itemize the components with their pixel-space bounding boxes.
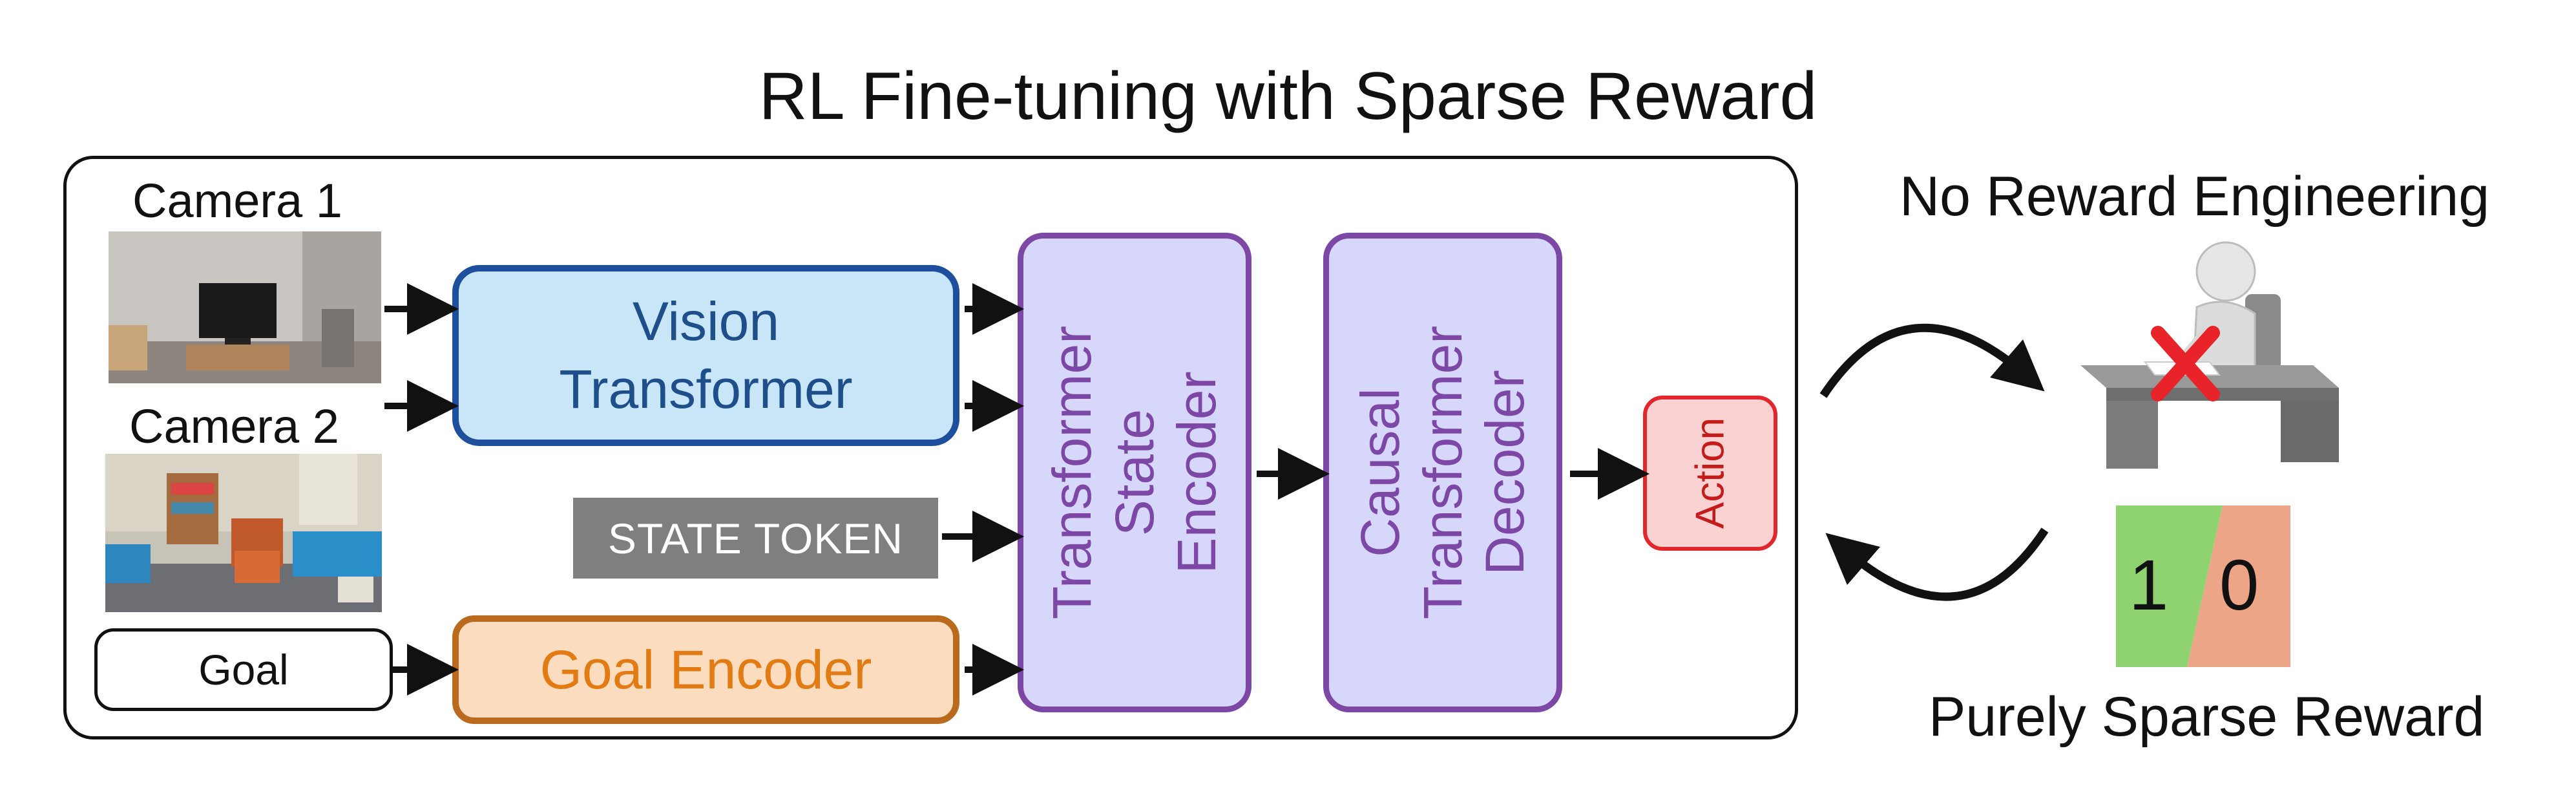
curved-arrow-to-user bbox=[1819, 323, 2045, 398]
vision-transformer-box: Vision Transformer bbox=[452, 265, 959, 446]
camera2-label: Camera 2 bbox=[129, 399, 339, 453]
goal-input-box: Goal bbox=[94, 628, 393, 711]
curved-arrow-to-policy bbox=[1825, 527, 2049, 601]
state-token-label: STATE TOKEN bbox=[607, 514, 904, 562]
sparse-reward-card: 1 0 bbox=[2116, 505, 2290, 667]
decoder-box: Causal Transformer Decoder bbox=[1323, 233, 1562, 712]
person-at-desk-icon bbox=[2080, 241, 2339, 469]
goal-encoder-label: Goal Encoder bbox=[539, 639, 872, 700]
state-encoder-box: Transformer State Encoder bbox=[1018, 233, 1251, 712]
purely-sparse-reward-label: Purely Sparse Reward bbox=[1929, 686, 2485, 748]
vision-transformer-label: Vision Transformer bbox=[559, 291, 853, 420]
no-reward-engineering-label: No Reward Engineering bbox=[1900, 165, 2490, 228]
reward-value-zero: 0 bbox=[2219, 546, 2259, 625]
camera1-label: Camera 1 bbox=[132, 174, 342, 228]
state-token-box: STATE TOKEN bbox=[573, 498, 938, 579]
action-box: Action bbox=[1643, 396, 1777, 551]
diagram-title: RL Fine-tuning with Sparse Reward bbox=[759, 59, 1817, 134]
reward-value-one: 1 bbox=[2129, 546, 2169, 625]
goal-label: Goal bbox=[198, 646, 289, 694]
camera2-image bbox=[105, 454, 382, 612]
pipeline-frame bbox=[63, 156, 1798, 739]
goal-encoder-box: Goal Encoder bbox=[452, 615, 959, 724]
camera1-image bbox=[109, 231, 381, 383]
